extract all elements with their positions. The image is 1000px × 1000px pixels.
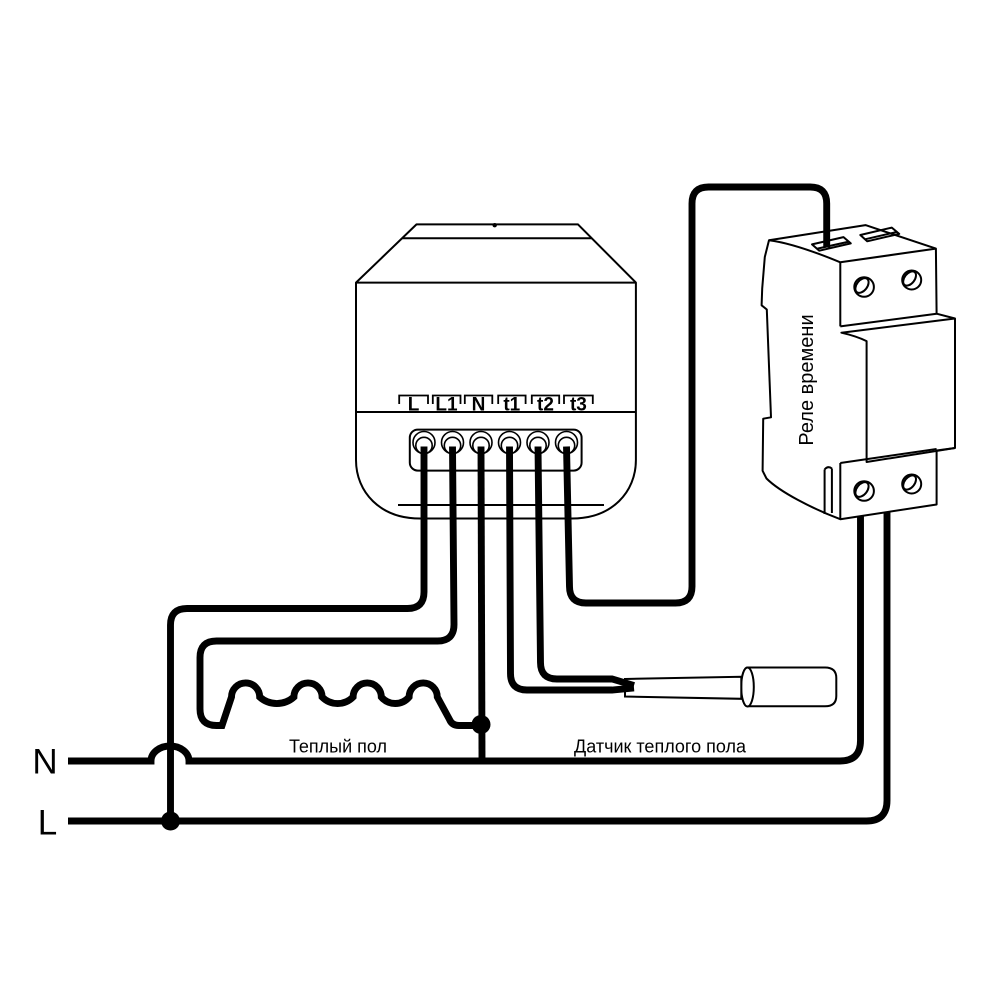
svg-text:Датчик теплого пола: Датчик теплого пола [574, 737, 747, 757]
svg-text:Реле времени: Реле времени [796, 314, 818, 445]
svg-text:N: N [32, 742, 57, 781]
svg-text:L: L [38, 803, 57, 842]
svg-text:t1: t1 [503, 395, 520, 416]
svg-text:N: N [472, 395, 486, 416]
svg-text:L1: L1 [435, 395, 458, 416]
svg-text:t3: t3 [570, 395, 587, 416]
svg-text:Теплый пол: Теплый пол [289, 737, 387, 757]
svg-text:L: L [408, 395, 420, 416]
svg-text:t2: t2 [537, 395, 554, 416]
